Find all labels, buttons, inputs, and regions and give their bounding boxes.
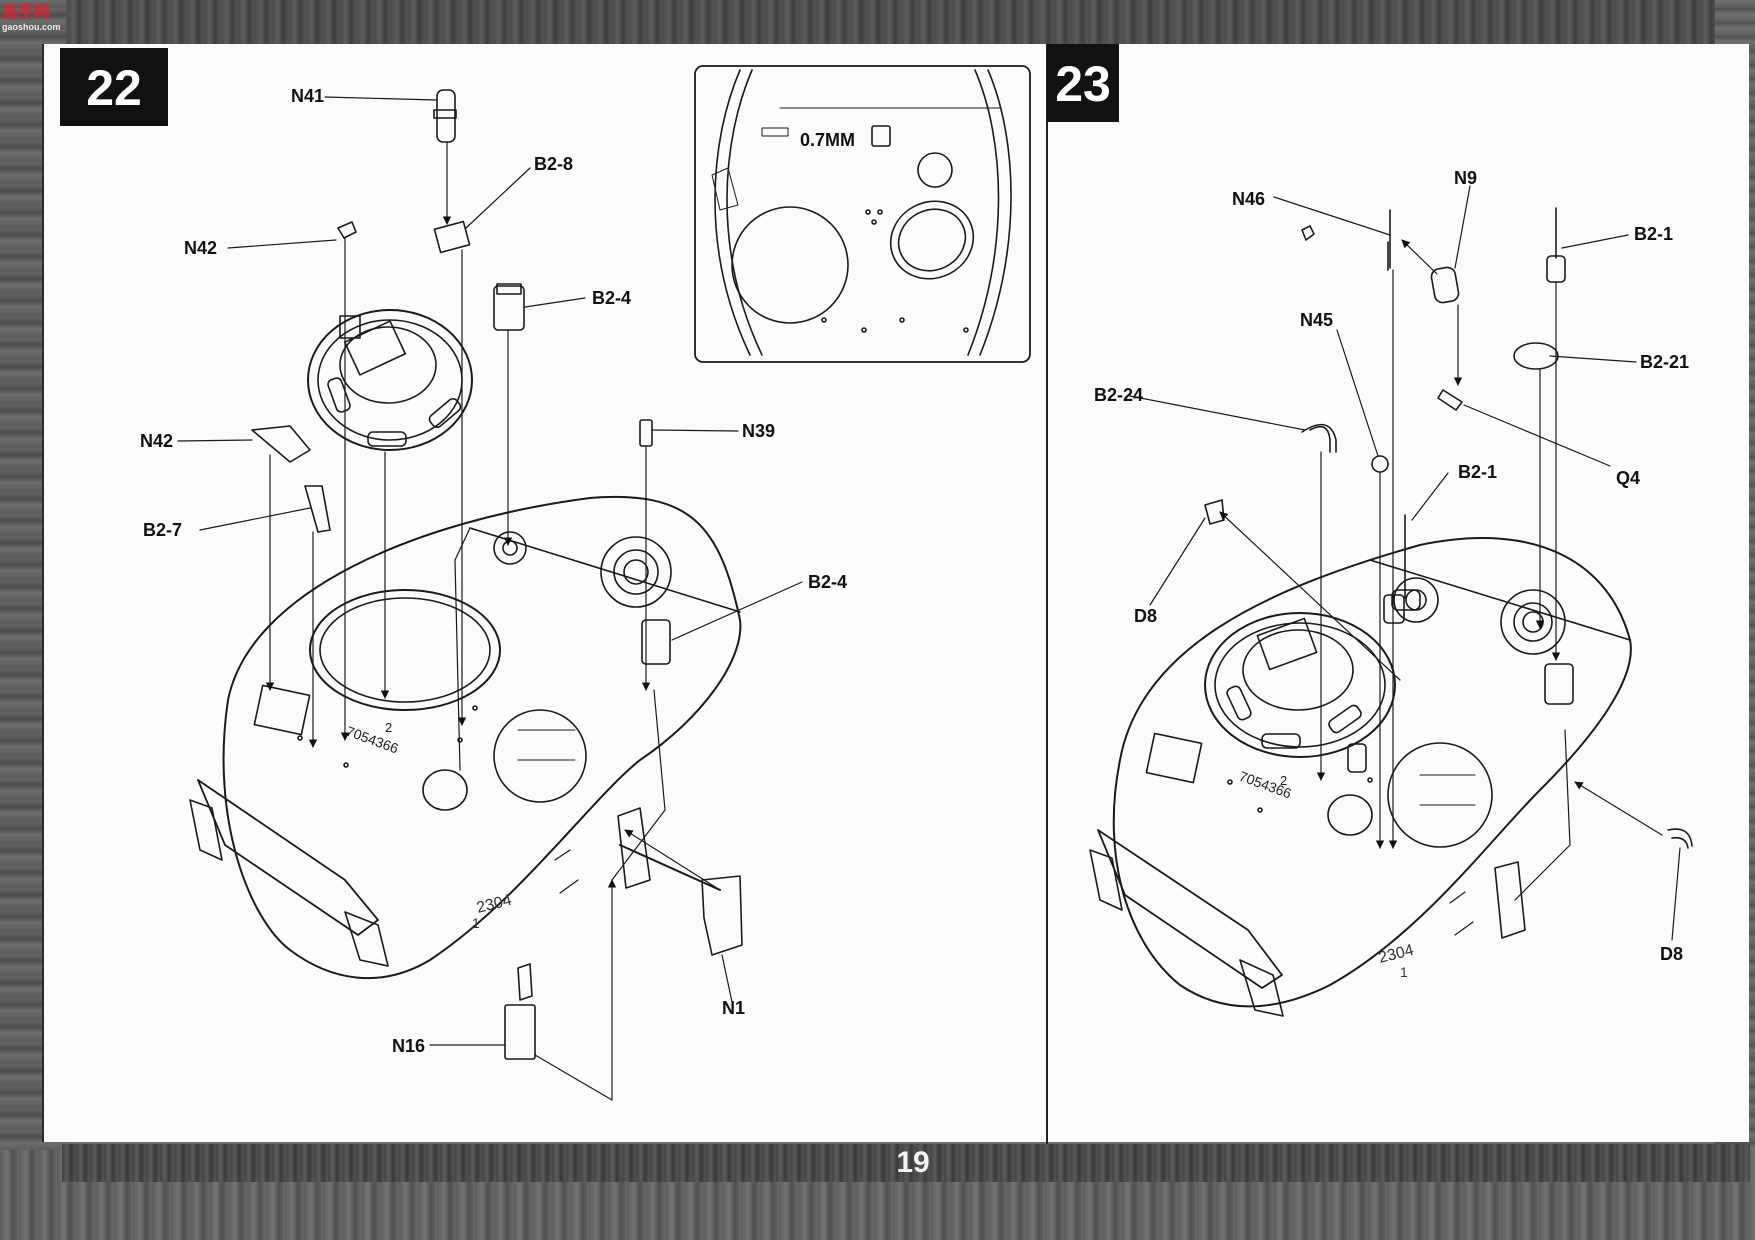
- step-number-22: 22: [60, 48, 168, 126]
- label-n39: N39: [742, 421, 776, 441]
- cupola-step22: [307, 309, 473, 451]
- watermark-text: 高手网: [2, 4, 51, 21]
- label-n46: N46: [1232, 189, 1266, 209]
- label-n16: N16: [392, 1036, 426, 1056]
- cupola-step23: [1204, 612, 1396, 773]
- inset-thickness-label: 0.7MM: [800, 130, 856, 150]
- page-footer-band: [62, 1144, 1750, 1182]
- parts-step22: [251, 89, 743, 1060]
- label-n1: N1: [722, 998, 746, 1018]
- scan-background-top: [0, 0, 1755, 48]
- parts-step23: [1204, 207, 1693, 849]
- watermark-subtext: gaoshou.com: [2, 22, 61, 32]
- tactical-number-23: 2304: [1377, 942, 1416, 967]
- instruction-sheet: [42, 44, 1749, 1142]
- step-divider: [1046, 44, 1048, 1144]
- label-d8-right: D8: [1660, 944, 1684, 964]
- tactical-sub-23: 1: [1400, 964, 1408, 980]
- label-n45: N45: [1300, 310, 1334, 330]
- inset-detail: [694, 65, 1031, 363]
- watermark-logo: 高手网 gaoshou.com: [2, 4, 72, 38]
- label-b2-1-mid: B2-1: [1458, 462, 1498, 482]
- label-b2-7: B2-7: [143, 520, 183, 540]
- label-b2-4-top: B2-4: [592, 288, 632, 308]
- label-b2-4-right: B2-4: [808, 572, 848, 592]
- label-b2-24: B2-24: [1094, 385, 1144, 405]
- hull-number-22: 2: [385, 720, 392, 735]
- label-b2-21: B2-21: [1640, 352, 1690, 372]
- hull-number-23: 2: [1280, 773, 1287, 788]
- leader-lines-step23: [1129, 185, 1681, 941]
- assembly-arrows-step23: [1219, 239, 1663, 849]
- assembly-arrows-step22: [265, 141, 721, 1101]
- turret-body-step23: [1089, 537, 1632, 1017]
- label-n42-mid: N42: [140, 431, 174, 451]
- step-number-23: 23: [1047, 44, 1119, 122]
- turret-body-step22: [189, 496, 742, 980]
- hull-serial-22: 7054366: [344, 723, 401, 757]
- label-n42-top: N42: [184, 238, 218, 258]
- leader-lines-step22: [177, 96, 803, 1046]
- label-d8-left: D8: [1134, 606, 1158, 626]
- tactical-sub-22: 1: [472, 915, 480, 931]
- label-b2-8: B2-8: [534, 154, 574, 174]
- label-n9: N9: [1454, 168, 1478, 188]
- label-b2-1-top: B2-1: [1634, 224, 1674, 244]
- label-n41: N41: [291, 86, 325, 106]
- page-number: 19: [896, 1146, 930, 1179]
- tactical-number-22: 2304: [475, 892, 514, 917]
- label-q4: Q4: [1616, 468, 1641, 488]
